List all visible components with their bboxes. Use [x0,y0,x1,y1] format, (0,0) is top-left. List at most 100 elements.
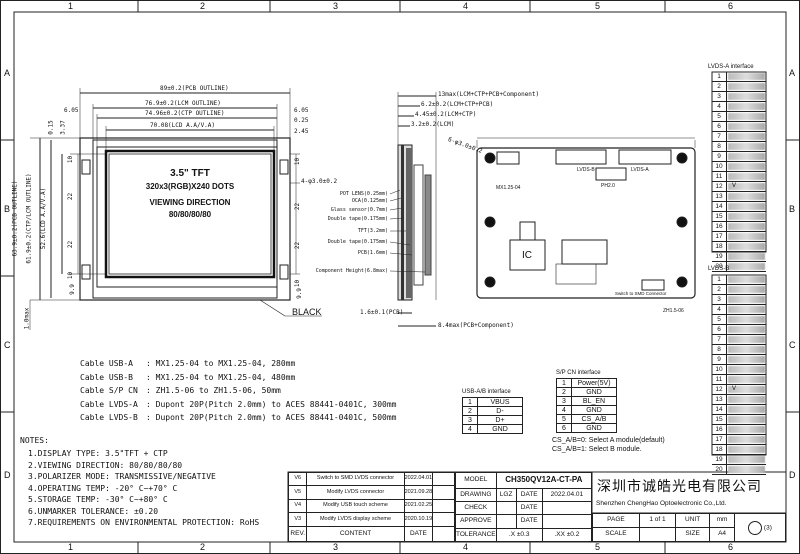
lvds-a-pin-row: 9 [712,152,766,162]
usb-pin: 2 [462,406,478,416]
layer-glass: Glass sensor(0.7mm) [330,207,388,213]
revision-date: 2021.09.28 [403,485,434,500]
lvds-b-pin-row: 5 [712,315,766,325]
lvds-a-pin-row: 11 [712,172,766,182]
layer-tape-1: Double tape(0.175mm) [327,216,388,222]
dim-bottom-right: 9.9 [295,288,303,299]
dim-bottom-left: 9.9 [68,284,76,295]
side-dim-13max: 13max(LCM+CTP+PCB+Component) [438,91,540,98]
note-item: 2.VIEWING DIRECTION: 80/80/80/80 [28,460,183,470]
lvds-a-pin-number: 11 [712,172,727,181]
grid-row-a: A [4,68,11,78]
lvds-a-pin-row: 3 [712,92,766,102]
revision-date: 2020.10.19 [403,512,434,527]
lvds-b-pin-number: 9 [712,355,727,364]
sp-pin: 6 [556,423,572,433]
lvds-a-pin-number: 15 [712,212,727,221]
revision-date: 2021.02.25 [403,498,434,514]
dim-ctp-lcm-height: 61.9±0.2(CTP/LCM OUTLINE) [25,173,33,264]
usb-pin: 1 [462,397,478,407]
cable-item: Cable USB-A: MX1.25-04 to MX1.25-04, 280… [80,357,396,371]
black-label: BLACK [292,307,322,317]
dim-ctp-width: 74.96±0.2(CTP OUTLINE) [145,110,225,117]
lvds-a-pin-row: 5 [712,112,766,122]
usb-pin: 3 [462,415,478,425]
lvds-b-pin-signal-redacted [728,416,765,423]
lvds-a-pin-number: 6 [712,122,727,131]
tolerance-x: .X ±0.3 [495,527,543,543]
dim-lcm-width: 76.9±0.2(LCM OUTLINE) [145,100,221,107]
dim-pcb-width: 89±0.2(PCB OUTLINE) [160,85,229,92]
page-label: PAGE [592,513,640,528]
black-border [104,149,276,279]
dim-left-0-15: 0.15 [47,120,55,135]
dim-left-6-05: 6.05 [64,107,79,114]
lvds-a-pin-signal-redacted [728,173,765,180]
lvds-b-pin-number: 12 [712,385,727,394]
grid-col-4-bottom: 4 [463,542,469,552]
unit-value: mm [709,513,735,528]
unit-label: UNIT [675,513,711,528]
sp-pin: 5 [556,414,572,424]
cable-spec: : MX1.25-04 to MX1.25-04, 280mm [146,359,296,368]
screen-line-2: 320x3(RGB)X240 DOTS [145,182,235,191]
lvds-a-pin-number: 7 [712,132,727,141]
lvds-b-pin-row: 11 [712,375,766,385]
lvds-b-pin-row: 4 [712,305,766,315]
layer-tape-2: Double tape(0.175mm) [327,239,388,245]
revision-content: Modify LVDS connector [306,485,405,500]
approve-label: APPROVE [455,514,497,529]
ctp-outline [96,146,278,288]
cable-name: Cable USB-B [80,372,133,382]
lvds-b-pin-number: 1 [712,275,727,284]
lvds-a-pin-row: 6 [712,122,766,132]
lvds-a-pin-number: 5 [712,112,727,121]
grid-col-5: 5 [595,1,601,11]
lvds-a-pin-signal-redacted [728,83,765,90]
cable-spec: : Dupont 20P(Pitch 2.0mm) to ACES 88441-… [146,413,397,422]
lvds-a-pin-row: 17 [712,232,766,242]
screen-line-1: 3.5" TFT [170,168,210,179]
lvds-a-pin-row: 19 [712,252,766,262]
lvds-b-pin-row: 14 [712,405,766,415]
lvds-b-pin-signal-redacted [728,456,765,463]
note-item: 3.POLARIZER MODE: TRANSMISSIVE/NEGATIVE [28,472,216,481]
sheet-number: (3) [763,524,772,532]
grid-col-2: 2 [200,1,206,11]
grid-col-3-bottom: 3 [333,542,339,552]
lvds-a-pin-signal-redacted [728,263,765,270]
cable-spec: : MX1.25-04 to MX1.25-04, 480mm [146,372,296,382]
back-label-ic: IC [522,250,532,261]
grid-row-c: C [4,340,11,350]
lvds-b-pin-row: 2 [712,285,766,295]
lvds-a-pin-signal-redacted [728,233,765,240]
company-en: Shenzhen ChengHao Optoelectronic Co.,Ltd… [596,500,727,507]
lvds-b-pin-row: 8 [712,345,766,355]
lvds-b-pin-number: 20 [712,465,727,474]
lvds-b-pin-signal-redacted [728,336,765,343]
revision-date: 2022.04.01 [403,471,434,487]
revision-content: Modify LVDS display scheme [306,512,405,527]
side-dim-8-4max: 8.4max(PCB+Component) [438,322,514,329]
lvds-a-pin-signal-redacted [728,143,765,150]
usb-pin: 4 [462,424,478,434]
side-dim-6-2: 6.2±0.2(LCM+CTP+PCB) [421,101,494,108]
dim-right-0-25: 0.25 [294,117,309,124]
approve-date-label: DATE [515,514,543,529]
lvds-a-pin-number: 12 [712,182,727,191]
revision-rev: V6 [287,471,308,487]
dim-pcb-height: 63.9±0.2(PCB OUTLINE) [11,180,19,257]
lvds-a-pin-signal-redacted [728,183,765,190]
lvds-a-pin-row: 20 [712,262,766,272]
note-item: 1.DISPLAY TYPE: 3.5"TFT + CTP [28,449,168,458]
side-dim-3-2: 3.2±0.2(LCM) [411,121,455,128]
lvds-a-pin-number: 1 [712,72,727,81]
grid-row-b-right: B [789,204,796,214]
sp-signal: CS_A/B [571,414,617,424]
dim-left-3-37: 3.37 [59,120,67,135]
